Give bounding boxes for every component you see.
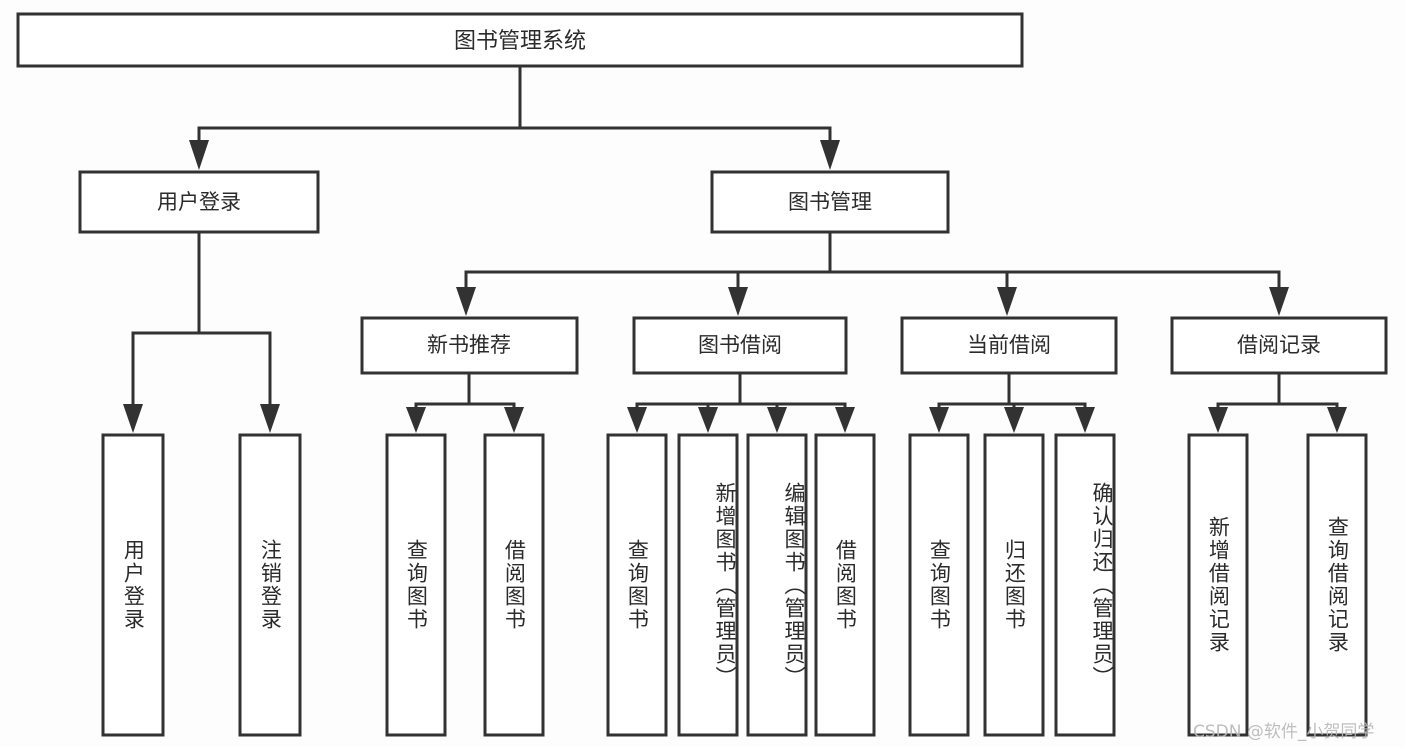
node-root-box[interactable] (16, 12, 1024, 68)
node-new-book-recommend-box[interactable] (360, 316, 579, 375)
arrowhead-leaf-confirm-return (1075, 407, 1095, 433)
node-root-label: 图书管理系统 (454, 29, 586, 54)
node-leaf-user-logout-box[interactable] (238, 433, 302, 737)
node-new-book-recommend-label: 新书推荐 (427, 333, 511, 357)
node-leaf-return-book-box[interactable] (983, 433, 1045, 737)
node-user-login[interactable]: 用户登录 (78, 170, 320, 234)
node-user-login-box[interactable] (78, 170, 320, 234)
arrowhead-borrow-record (1269, 287, 1289, 316)
arrowhead-book-manage (820, 140, 840, 170)
node-current-borrow[interactable]: 当前借阅 (900, 316, 1118, 375)
arrowhead-book-borrow (728, 287, 748, 316)
arrowhead-leaf-query-book-1 (406, 407, 426, 433)
node-book-borrow-label: 图书借阅 (698, 333, 782, 357)
arrowhead-leaf-user-login (123, 404, 143, 433)
arrowhead-leaf-query-book-3 (929, 407, 949, 433)
arrowhead-user-login (189, 140, 209, 170)
arrowhead-leaf-query-borrow-record (1327, 407, 1347, 433)
arrowhead-current-borrow (997, 287, 1017, 316)
node-leaf-user-login-box[interactable] (101, 433, 165, 737)
arrowhead-leaf-user-logout (260, 404, 280, 433)
node-root[interactable]: 图书管理系统 (16, 12, 1024, 68)
csdn-watermark: CSDN @软件_小贺同学 (1193, 722, 1375, 742)
node-leaf-borrow-book-1-box[interactable] (483, 433, 545, 737)
node-leaf-query-book-2-box[interactable] (606, 433, 668, 737)
node-leaf-borrow-book-2-box[interactable] (814, 433, 876, 737)
leaf-box-layer (101, 433, 1368, 737)
arrowhead-new-book-recommend (456, 287, 476, 316)
arrowhead-leaf-query-book-2 (627, 407, 647, 433)
arrowhead-leaf-borrow-book-1 (504, 407, 524, 433)
node-leaf-add-borrow-record-box[interactable] (1187, 433, 1249, 737)
arrowhead-leaf-add-book (698, 407, 718, 433)
node-book-manage-label: 图书管理 (788, 190, 872, 214)
node-leaf-query-borrow-record-box[interactable] (1306, 433, 1368, 737)
arrowhead-leaf-return-book (1004, 407, 1024, 433)
node-book-borrow-box[interactable] (632, 316, 848, 375)
node-borrow-record[interactable]: 借阅记录 (1170, 316, 1388, 375)
node-user-login-label: 用户登录 (157, 190, 241, 214)
node-new-book-recommend[interactable]: 新书推荐 (360, 316, 579, 375)
node-leaf-query-book-1-box[interactable] (385, 433, 447, 737)
arrowhead-leaf-add-borrow-record (1208, 407, 1228, 433)
connector-layer (123, 64, 1347, 433)
node-leaf-edit-book-box[interactable] (746, 433, 808, 737)
node-book-manage-box[interactable] (710, 170, 950, 234)
node-leaf-query-book-3-box[interactable] (908, 433, 970, 737)
node-borrow-record-box[interactable] (1170, 316, 1388, 375)
node-book-manage[interactable]: 图书管理 (710, 170, 950, 234)
node-borrow-record-label: 借阅记录 (1237, 333, 1321, 357)
node-book-borrow[interactable]: 图书借阅 (632, 316, 848, 375)
node-current-borrow-box[interactable] (900, 316, 1118, 375)
node-leaf-add-book-box[interactable] (677, 433, 739, 737)
node-current-borrow-label: 当前借阅 (967, 333, 1051, 357)
arrowhead-leaf-borrow-book-2 (835, 407, 855, 433)
node-leaf-confirm-return-box[interactable] (1054, 433, 1116, 737)
arrowhead-leaf-edit-book (767, 407, 787, 433)
